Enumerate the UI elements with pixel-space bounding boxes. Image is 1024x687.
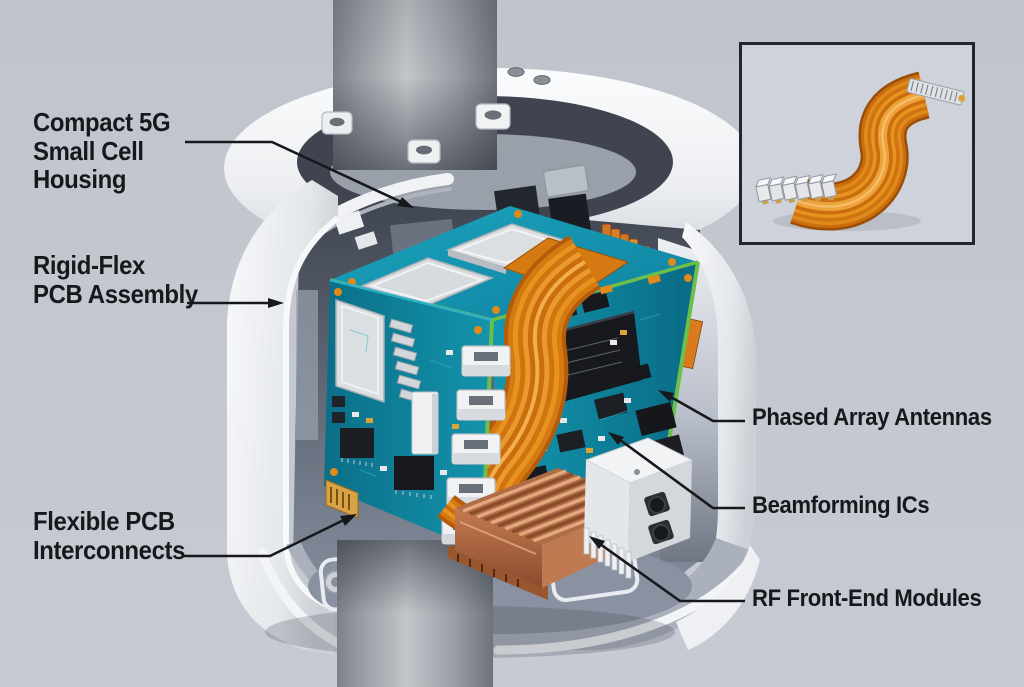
label-line: Rigid-Flex [33,250,145,280]
inset-flex-ribbon [790,71,931,231]
qfp-chips [332,396,434,499]
label-line: Housing [33,164,127,194]
label-beamforming: Beamforming ICs [752,492,930,519]
gold-connector [325,479,359,519]
rigid-flex-inset [739,42,975,245]
label-rf-front-end: RF Front-End Modules [752,585,982,612]
inset-top-connector [906,78,966,106]
label-line: Interconnects [33,534,186,565]
label-compact-housing: Compact 5G Small Cell Housing [33,107,171,194]
label-line: PCB Assembly [33,278,198,309]
inset-bottom-connector [755,173,838,205]
shield-panel [335,298,385,404]
label-line: Small Cell [33,135,144,166]
screw-bosses [321,66,589,198]
inset-ribbon-illustration [755,71,966,231]
label-line: Compact 5G [33,107,171,137]
label-flex-interconnects: Flexible PCB Interconnects [33,507,185,564]
label-phased-array: Phased Array Antennas [752,404,992,431]
label-line: Flexible PCB [33,506,175,536]
label-rigid-flex: Rigid-Flex PCB Assembly [33,251,198,308]
bracket-ladder [388,318,424,404]
